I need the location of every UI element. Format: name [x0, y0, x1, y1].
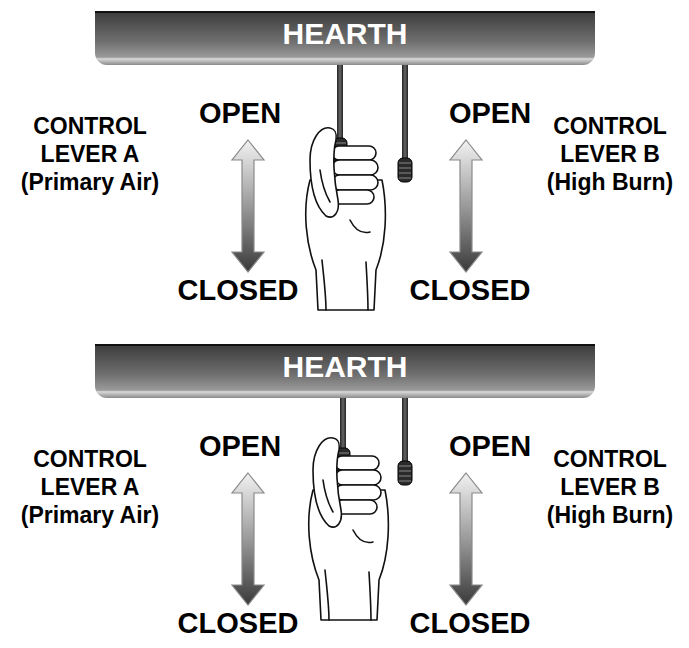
lever-rod — [402, 397, 408, 467]
hand — [306, 128, 386, 310]
direction-label: OPEN — [449, 430, 531, 462]
direction-label: CLOSED — [410, 607, 531, 639]
double-arrow — [232, 473, 264, 605]
hearth-band: HEARTH — [95, 13, 595, 65]
direction-label: CLOSED — [410, 274, 531, 306]
direction-label: CLOSED — [178, 607, 299, 639]
lever-rod — [337, 64, 343, 144]
double-arrow — [232, 140, 264, 272]
hearth-label: HEARTH — [283, 346, 408, 384]
lever-label: CONTROL LEVER A (Primary Air) — [15, 445, 165, 529]
lever-label: CONTROL LEVER B (High Burn) — [535, 112, 685, 196]
hearth-band: HEARTH — [95, 346, 595, 398]
lever-knob — [398, 158, 412, 182]
double-arrow — [450, 473, 482, 605]
lever-knob — [398, 461, 412, 485]
direction-label: OPEN — [449, 97, 531, 129]
direction-label: OPEN — [199, 97, 281, 129]
lever-label: CONTROL LEVER A (Primary Air) — [15, 112, 165, 196]
double-arrow — [450, 140, 482, 272]
hand — [309, 438, 389, 620]
lever-rod — [340, 397, 346, 453]
hearth-label: HEARTH — [283, 13, 408, 51]
lever-label: CONTROL LEVER B (High Burn) — [535, 445, 685, 529]
direction-label: CLOSED — [178, 274, 299, 306]
direction-label: OPEN — [199, 430, 281, 462]
lever-rod — [402, 64, 408, 164]
